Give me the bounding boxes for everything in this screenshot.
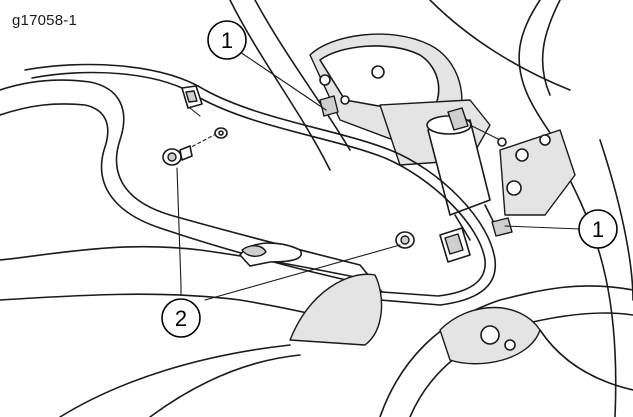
d-ring-fastener-lower — [395, 231, 415, 249]
lower-frame — [379, 285, 633, 417]
right-bracket — [319, 95, 576, 237]
d-ring-fastener-upper — [162, 145, 193, 166]
callout-2-number: 2 — [175, 306, 187, 331]
callout-1-top: 1 — [207, 20, 247, 60]
figure-id-label: g17058-1 — [12, 12, 77, 29]
callout-1-right-number: 1 — [592, 217, 604, 242]
latch-left-upper — [181, 85, 203, 117]
washer — [214, 127, 228, 139]
shock-absorber — [426, 107, 507, 241]
callout-1-right: 1 — [578, 209, 618, 249]
latch-right-lower — [439, 227, 471, 263]
leader-lines — [176, 51, 581, 301]
callout-1-top-number: 1 — [221, 28, 233, 53]
callout-2: 2 — [161, 298, 201, 338]
saddlebag-body — [0, 242, 383, 417]
